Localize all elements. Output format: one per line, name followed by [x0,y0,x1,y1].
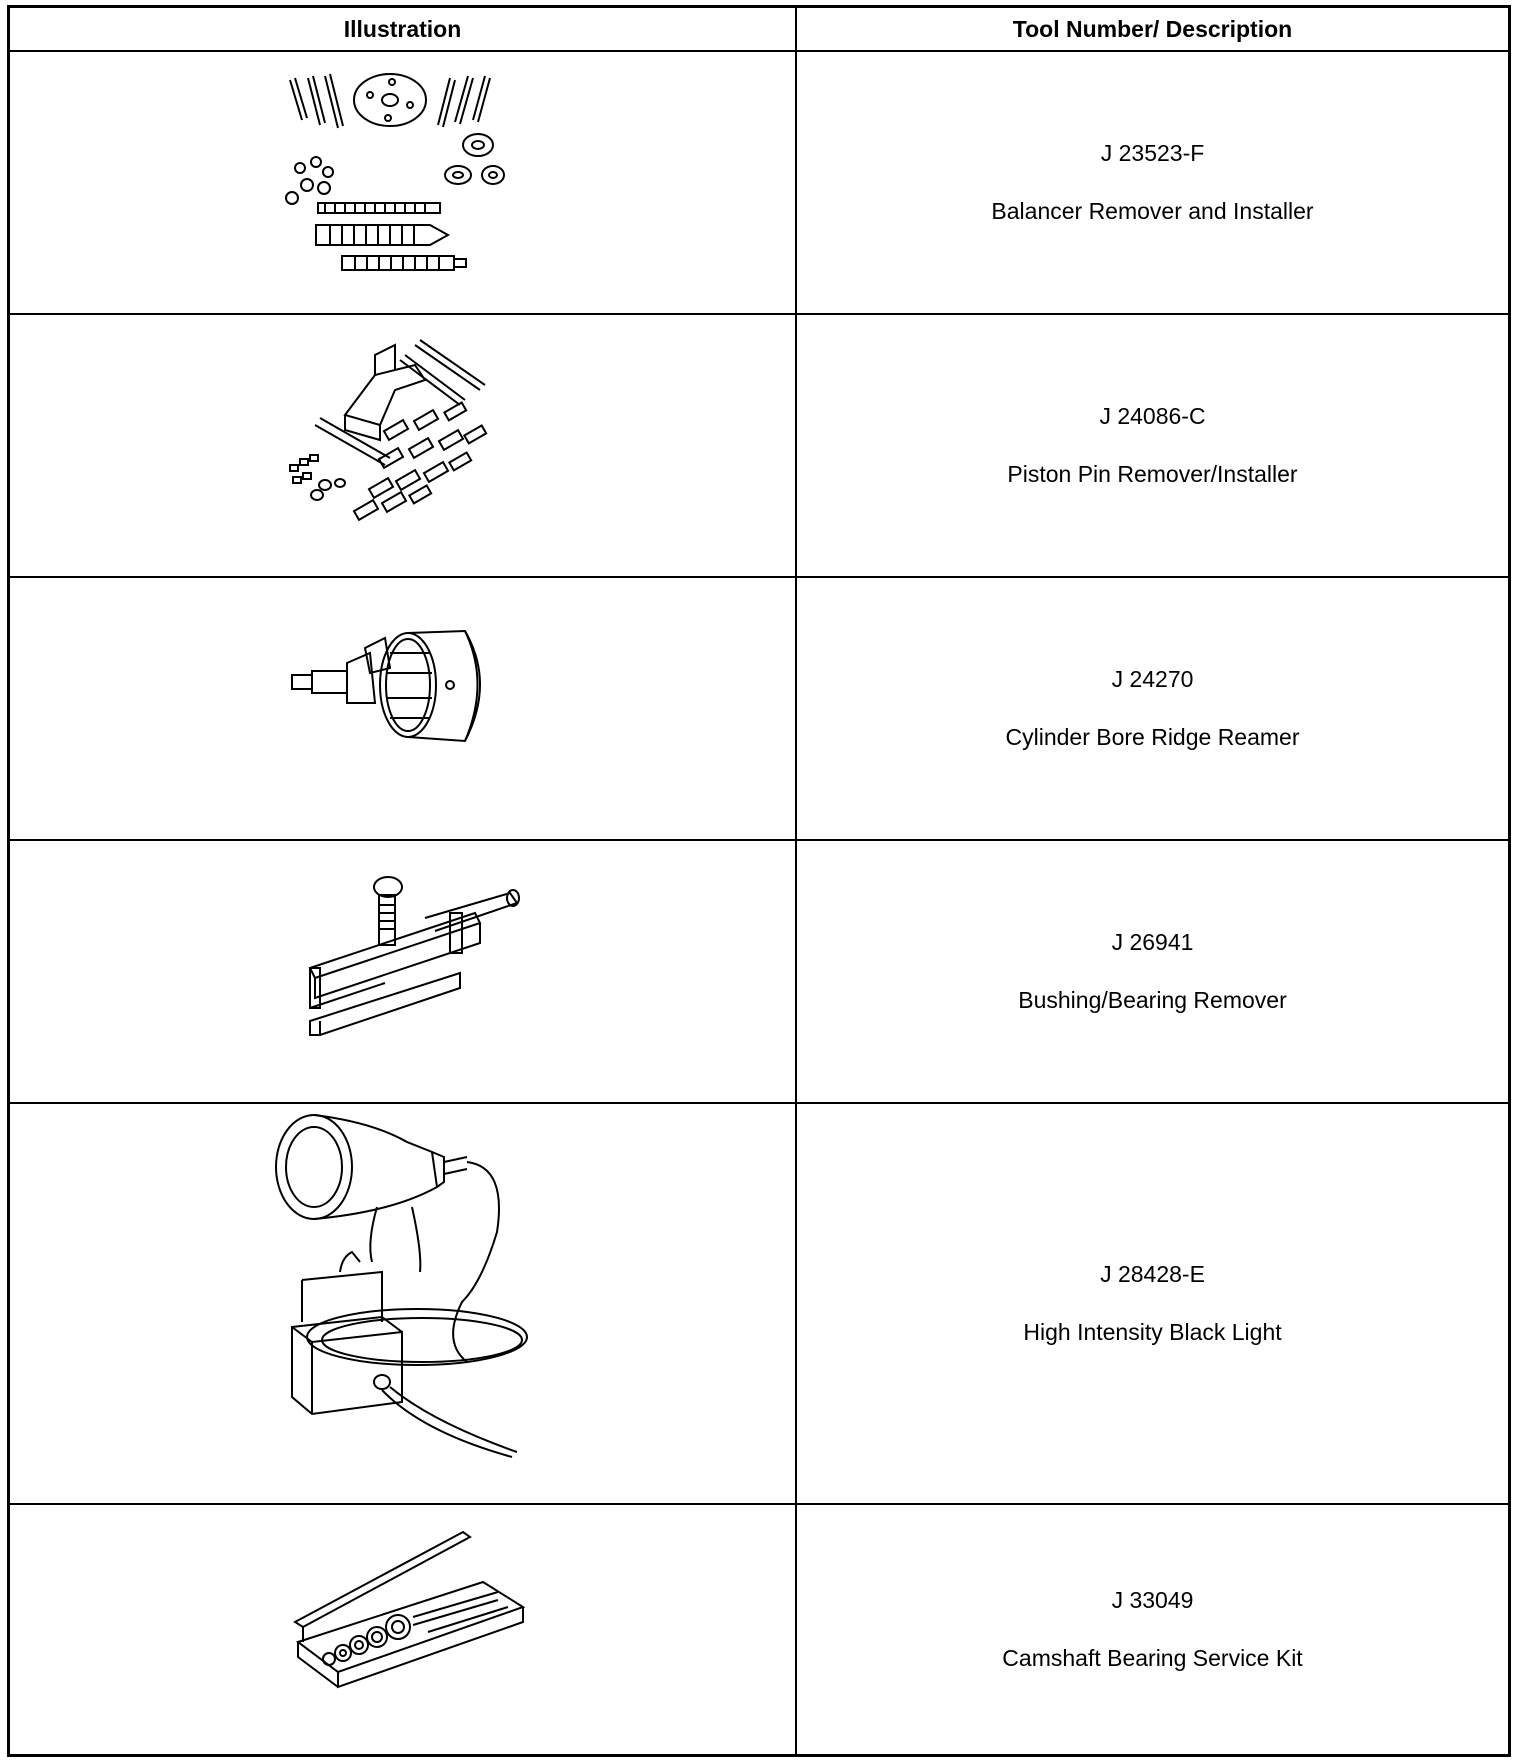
tool-description: High Intensity Black Light [1023,1319,1282,1345]
tool-description-cell: J 24270 Cylinder Bore Ridge Reamer [797,578,1508,839]
cylinder-bore-ridge-reamer-illustration [10,578,795,839]
tool-description: Balancer Remover and Installer [991,198,1314,224]
header-illustration: Illustration [343,16,462,42]
tool-description: Piston Pin Remover/Installer [1007,461,1298,487]
tool-number: J 33049 [1111,1587,1194,1613]
tool-description-cell: J 28428-E High Intensity Black Light [797,1104,1508,1503]
table-header: Illustration Tool Number/ Description [10,8,1508,52]
table-row: J 26941 Bushing/Bearing Remover [10,841,1508,1104]
tool-description: Cylinder Bore Ridge Reamer [1005,724,1300,750]
tool-number: J 28428-E [1100,1261,1205,1287]
column-divider [795,8,797,1754]
tool-number: J 24086-C [1099,403,1206,429]
tool-description-cell: J 24086-C Piston Pin Remover/Installer [797,315,1508,576]
table-row: J 23523-F Balancer Remover and Installer [10,52,1508,315]
black-light-illustration [10,1104,795,1503]
tool-description-cell: J 23523-F Balancer Remover and Installer [797,52,1508,313]
bushing-bearing-remover-illustration [10,841,795,1102]
table-row: J 24270 Cylinder Bore Ridge Reamer [10,578,1508,841]
tool-number: J 23523-F [1100,140,1205,166]
header-tool-description: Tool Number/ Description [1012,16,1293,42]
tool-number: J 24270 [1111,666,1194,692]
tool-number: J 26941 [1111,929,1194,955]
tool-description-cell: J 26941 Bushing/Bearing Remover [797,841,1508,1102]
table-row: J 24086-C Piston Pin Remover/Installer [10,315,1508,578]
tool-table: Illustration Tool Number/ Description [7,5,1511,1757]
tool-description: Bushing/Bearing Remover [1018,987,1287,1013]
camshaft-bearing-kit-illustration [10,1505,795,1754]
table-row: J 33049 Camshaft Bearing Service Kit [10,1505,1508,1754]
tool-description: Camshaft Bearing Service Kit [1002,1645,1303,1671]
balancer-remover-installer-illustration [10,52,795,313]
tool-description-cell: J 33049 Camshaft Bearing Service Kit [797,1505,1508,1754]
table-row: J 28428-E High Intensity Black Light [10,1104,1508,1505]
piston-pin-remover-installer-illustration [10,315,795,576]
